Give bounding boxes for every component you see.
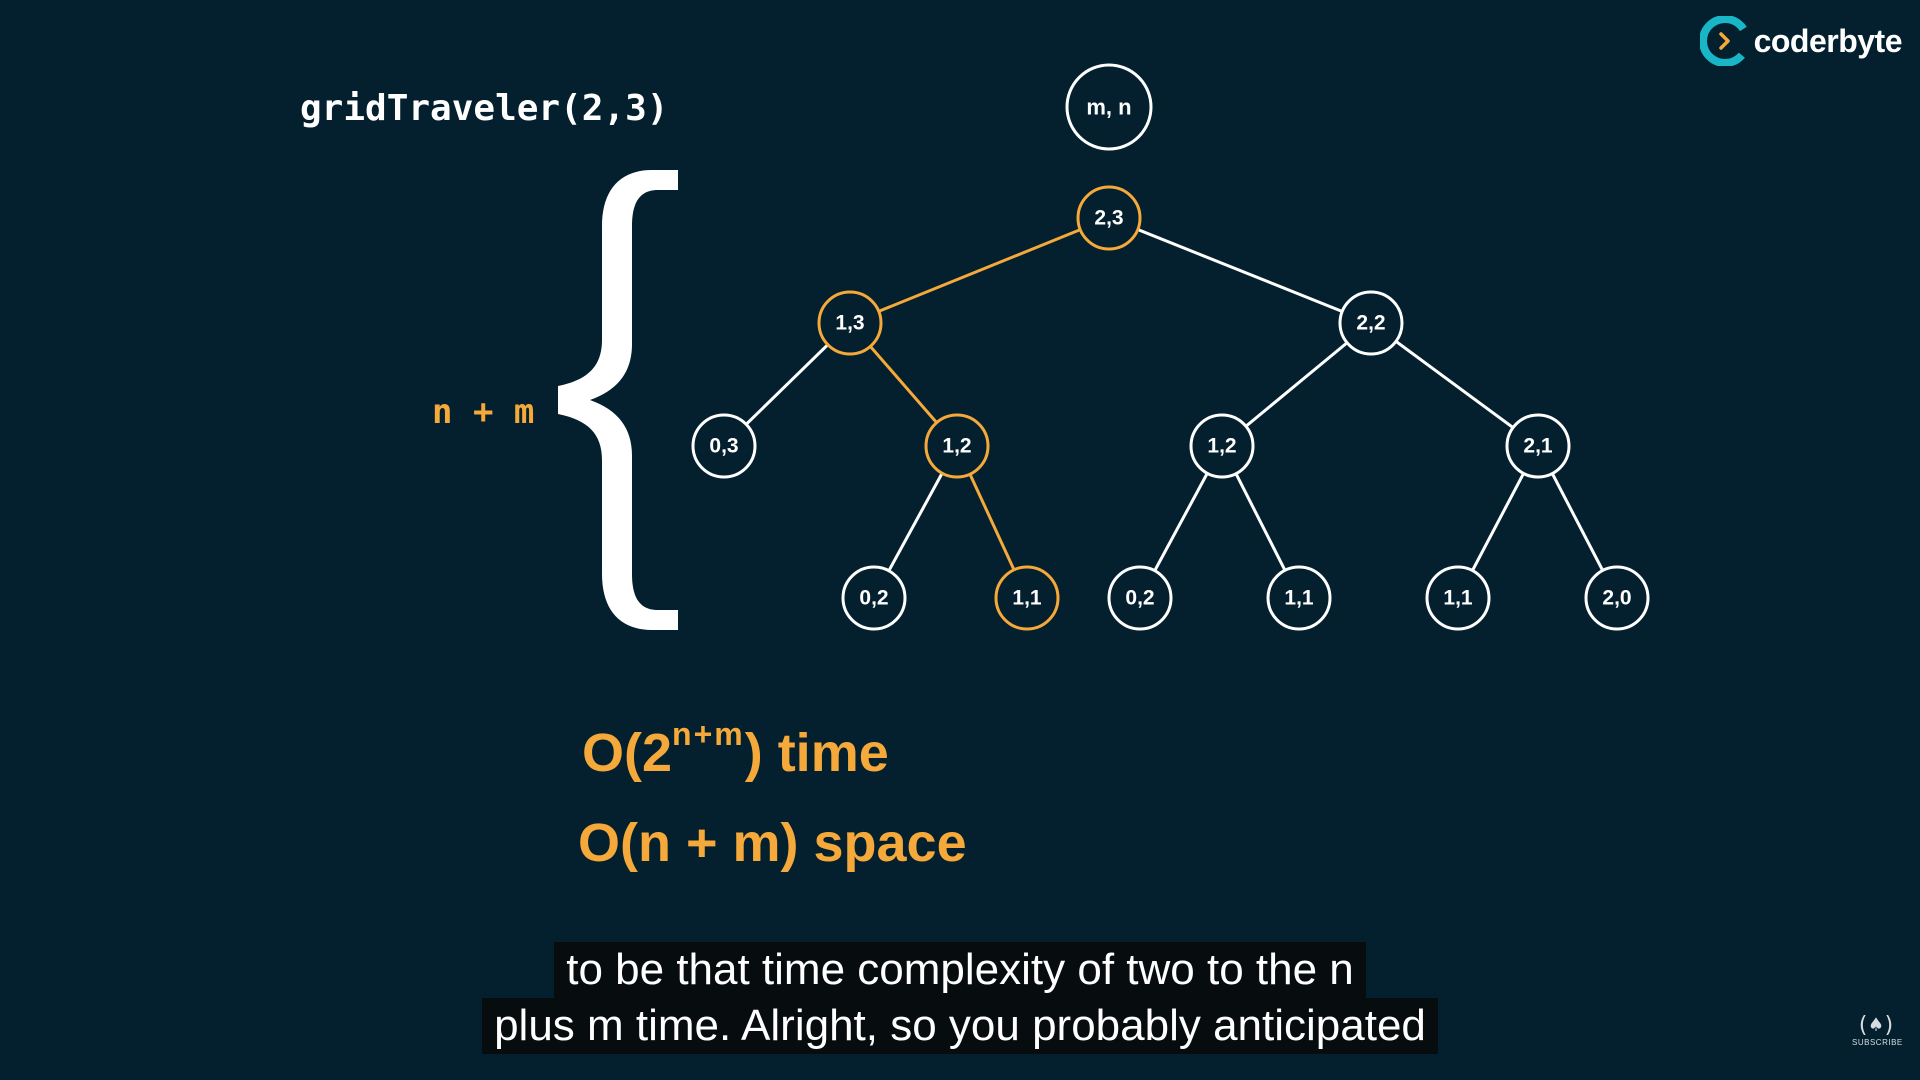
subtitle-line: plus m time. Alright, so you probably an…: [482, 998, 1438, 1054]
tree-node-n11: 1,1: [1425, 565, 1491, 631]
tree-node-circle: [1505, 413, 1571, 479]
coderbyte-logo-icon: [1699, 16, 1750, 66]
tree-node-label: 1,1: [1012, 587, 1042, 610]
tree-edge-n0-n1: [849, 216, 1110, 325]
tree-node-n9: 0,2: [1107, 565, 1173, 631]
tree-node-n7: 0,2: [841, 565, 907, 631]
time-complexity: O(2n+m) time: [582, 716, 889, 784]
tree-node-label: 2,1: [1523, 435, 1553, 458]
tree-node-label: 1,3: [835, 312, 864, 335]
tree-node-n10: 1,1: [1266, 565, 1332, 631]
tree-node-label: 1,1: [1284, 587, 1314, 610]
tree-node-circle: [924, 413, 990, 479]
subscribe-caption: SUBSCRIBE: [1852, 1038, 1903, 1047]
tree-edge-n2-n6: [1370, 321, 1539, 448]
tree-node-n3: 0,3: [691, 413, 757, 479]
tree-node-label: 1,1: [1443, 587, 1473, 610]
coderbyte-logo[interactable]: coderbyte: [1699, 14, 1903, 68]
coderbyte-logo-text: coderbyte: [1753, 22, 1903, 59]
tree-node-n6: 2,1: [1505, 413, 1571, 479]
tree-node-n1: 1,3: [817, 290, 883, 356]
tree-node-circle: [1425, 565, 1491, 631]
tree-node-circle: [1338, 290, 1404, 356]
tree-node-circle: [1076, 185, 1142, 251]
tree-node-label: 0,2: [1125, 587, 1154, 610]
freecodecamp-icon: (♠): [1856, 1013, 1896, 1038]
tree-node-n12: 2,0: [1584, 565, 1650, 631]
tree-node-label: 2,2: [1356, 312, 1385, 335]
tree-node-label: 2,0: [1602, 587, 1631, 610]
tree-node-circle: [691, 413, 757, 479]
tree-node-circle: [1189, 413, 1255, 479]
subtitle-line: to be that time complexity of two to the…: [554, 942, 1366, 998]
legend-node: m, n: [1065, 63, 1153, 151]
tree-nodes: 2,3 1,3 2,2 0,3 1,2 1,2 2,1 0,2 1,1 0,2 1,1 1,1 2,0: [691, 185, 1650, 631]
time-complexity-exponent: n+m: [672, 716, 745, 752]
tree-node-label: 1,2: [1207, 435, 1236, 458]
time-complexity-suffix: ) time: [744, 723, 889, 783]
tree-node-circle: [1107, 565, 1173, 631]
tree-node-n4: 1,2: [924, 413, 990, 479]
tree-edge-n0-n2: [1108, 216, 1372, 325]
tree-node-circle: [841, 565, 907, 631]
legend-node-label: m, n: [1086, 95, 1131, 120]
time-complexity-prefix: O(2: [582, 723, 673, 783]
tree-node-circle: [1266, 565, 1332, 631]
tree-node-n0: 2,3: [1076, 185, 1142, 251]
tree-node-circle: [817, 290, 883, 356]
tree-node-n5: 1,2: [1189, 413, 1255, 479]
depth-label: n + m: [432, 392, 535, 432]
tree-node-n2: 2,2: [1338, 290, 1404, 356]
tree-node-n8: 1,1: [994, 565, 1060, 631]
tree-node-label: 0,3: [709, 435, 738, 458]
tree-node-label: 0,2: [859, 587, 888, 610]
tree-edges: [722, 216, 1619, 599]
subtitle-box: to be that time complexity of two to the…: [0, 942, 1920, 1054]
tree-node-circle: [1584, 565, 1650, 631]
subscribe-badge[interactable]: (♠) SUBSCRIBE: [1852, 1013, 1903, 1058]
tree-node-circle: [994, 565, 1060, 631]
function-call-title: gridTraveler(2,3): [300, 88, 669, 129]
tree-node-label: 1,2: [942, 435, 971, 458]
curly-brace-icon: [558, 170, 678, 630]
tree-node-label: 2,3: [1094, 207, 1123, 230]
space-complexity: O(n + m) space: [578, 813, 967, 873]
